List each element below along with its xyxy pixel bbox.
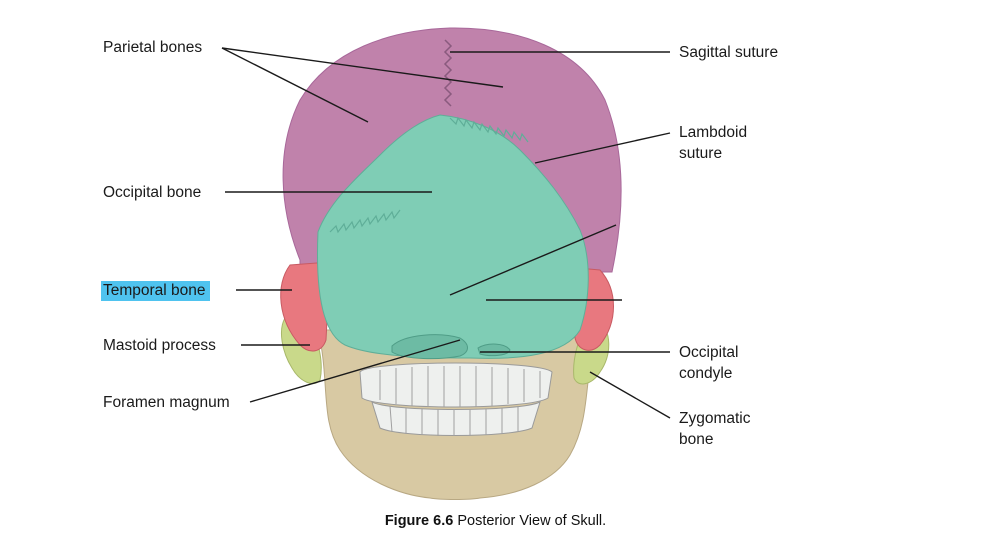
figure-number: Figure 6.6 <box>384 513 454 529</box>
label-parietal-bones: Parietal bones <box>103 39 203 56</box>
label-temporal-bone: Temporal bone <box>101 281 210 301</box>
foramen-magnum <box>391 334 468 360</box>
label-mastoid-process: Mastoid process <box>103 337 216 354</box>
teeth <box>359 362 553 436</box>
lambdoid-suture-left <box>329 209 401 234</box>
label-lambdoid-suture-1: Lambdoid <box>679 124 748 141</box>
label-zygomatic-bone-2: bone <box>679 431 714 448</box>
label-lambdoid-suture-2: suture <box>679 145 723 162</box>
figure-caption-text: Posterior View of Skull. <box>457 513 607 529</box>
label-zygomatic-bone-1: Zygomatic <box>679 410 751 427</box>
lambdoid-suture-right <box>449 116 529 143</box>
figure-caption: Figure 6.6 Posterior View of Skull. <box>0 513 991 529</box>
leader-lines <box>221 47 671 419</box>
sagittal-suture <box>443 39 453 107</box>
label-occipital-bone: Occipital bone <box>103 184 202 201</box>
label-foramen-magnum: Foramen magnum <box>103 394 230 411</box>
occipital-condyle <box>477 343 511 357</box>
label-occipital-condyle-1: Occipital <box>679 344 739 361</box>
label-sagittal-suture: Sagittal suture <box>679 44 779 61</box>
occipital-bone <box>317 114 589 359</box>
label-occipital-condyle-2: condyle <box>679 365 733 382</box>
